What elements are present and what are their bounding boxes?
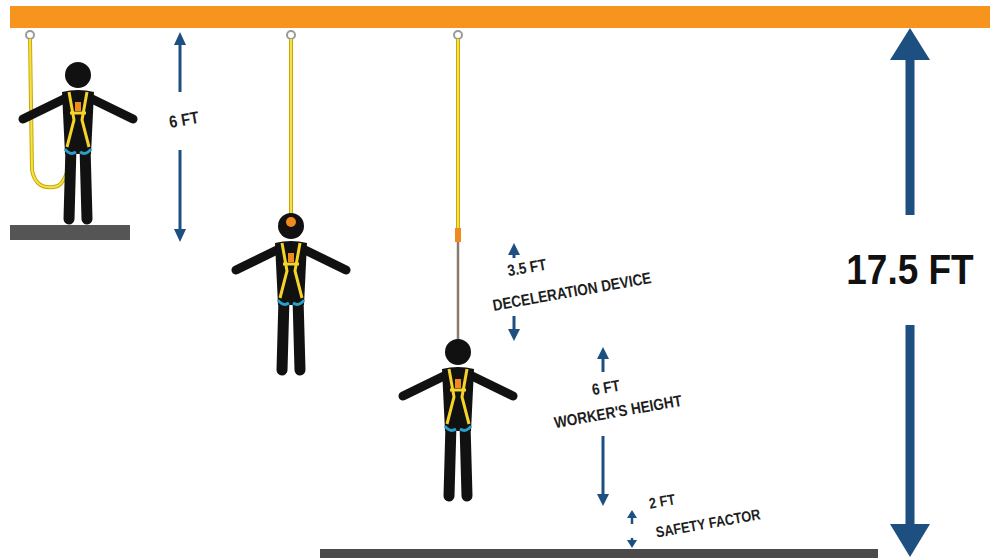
taut-lanyard <box>291 39 292 214</box>
dimension-label: 6 FT <box>591 378 621 399</box>
ground-level <box>320 549 878 558</box>
dimension-label: SAFETY FACTOR <box>655 506 762 539</box>
total-clearance-label: 17.5 FT <box>846 249 973 291</box>
worker-figure <box>403 339 513 496</box>
dimension-label: 6 FT <box>168 109 200 131</box>
work-platform <box>10 225 130 240</box>
dimension-arrows <box>174 28 930 557</box>
anchor-beam <box>10 6 990 28</box>
dimension-label: 3.5 FT <box>506 257 547 280</box>
worker-figure <box>236 213 346 370</box>
deployed-lanyard <box>455 39 461 346</box>
lanyard-connector <box>286 217 296 227</box>
dimension-label: WORKER'S HEIGHT <box>553 393 683 431</box>
anchor-rings <box>26 31 462 39</box>
dimension-label: 2 FT <box>648 491 676 510</box>
worker-figure <box>23 62 133 219</box>
